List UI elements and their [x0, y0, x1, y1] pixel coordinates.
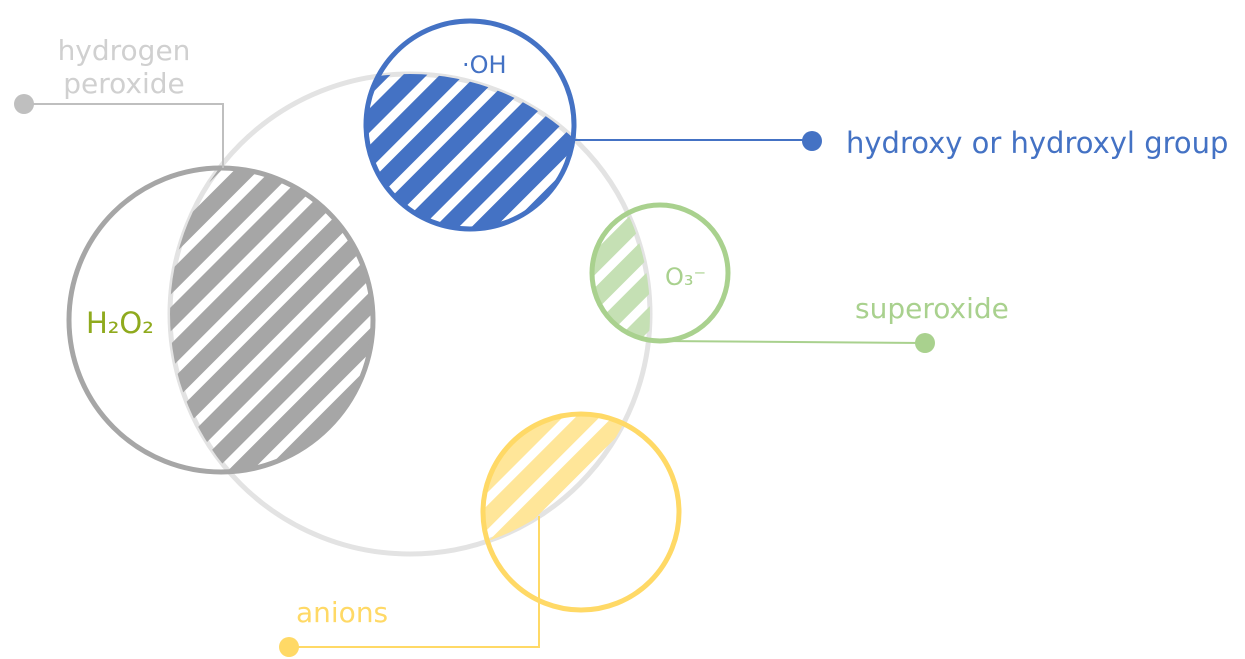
o3-symbol: O₃⁻	[665, 263, 706, 291]
h2o2-symbol: H₂O₂	[86, 306, 154, 340]
hydrogen-peroxide-label-line1: hydrogen	[58, 34, 191, 67]
anions-label: anions	[296, 596, 388, 629]
oh-circle	[363, 18, 577, 232]
superoxide-label: superoxide	[855, 292, 1009, 325]
anion-circle	[480, 411, 682, 613]
oh-symbol: ·OH	[462, 51, 507, 79]
o3-leader-line	[659, 340, 925, 344]
h2o2-leader-line	[24, 103, 224, 168]
h2o2-circle	[66, 165, 376, 475]
h2o2-leader-dot	[14, 94, 34, 114]
oh-overlap-hatch	[366, 74, 574, 229]
anion-leader-line	[289, 516, 540, 648]
o3-overlap-hatch	[592, 205, 650, 341]
hydrogen-peroxide-label-line2: peroxide	[63, 67, 185, 100]
oh-leader-dot	[802, 131, 822, 151]
h2o2-overlap-hatch	[170, 168, 373, 472]
o3-leader-dot	[915, 333, 935, 353]
anion-leader-dot	[279, 637, 299, 657]
hydroxyl-label: hydroxy or hydroxyl group	[846, 126, 1228, 160]
